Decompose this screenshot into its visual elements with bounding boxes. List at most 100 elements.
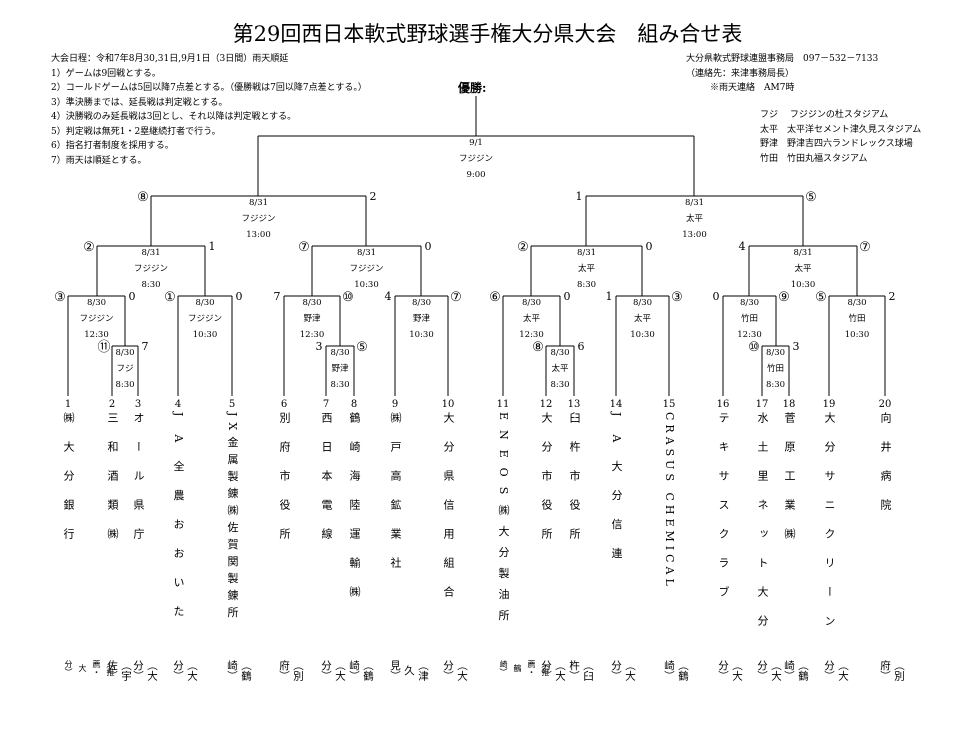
- match-time: 10:30: [409, 330, 434, 340]
- rule-line: 5）判定戦は無死1・2塁継続打者で行う。: [51, 126, 221, 137]
- team-name: CRASUS CHEMICAL: [663, 412, 676, 590]
- match-score: 7: [142, 340, 149, 353]
- team-region: （鶴崎）: [783, 660, 809, 681]
- contact-line: （連絡先：来津事務局長）: [686, 68, 795, 79]
- team-number: 19: [822, 399, 836, 410]
- match-score: 3: [316, 340, 323, 353]
- team-region: （大分）: [172, 660, 198, 681]
- team-name: オール県庁: [132, 412, 145, 557]
- result-mark: ⑩: [342, 290, 354, 305]
- match-time: 10:30: [630, 330, 655, 340]
- match-date: 8/31: [685, 198, 704, 208]
- team-name: ㈱大分銀行: [62, 412, 75, 557]
- team-number: 17: [755, 399, 769, 410]
- team-name: JA全農おおいた: [172, 412, 185, 635]
- match-venue: フジジン: [188, 314, 222, 324]
- match-time: 9:00: [466, 170, 485, 180]
- match-score: 0: [129, 290, 136, 303]
- match-score: 2: [370, 190, 377, 203]
- match-score: 2: [889, 290, 896, 303]
- rule-line: 1）ゲームは9回戦とする。: [51, 68, 161, 79]
- team-region: （大分）: [320, 660, 346, 681]
- match-venue: フジジン: [349, 264, 383, 274]
- contact-line: 大分県軟式野球連盟事務局 097－532－7133: [686, 54, 879, 64]
- venue-line: フジ フジジンの杜スタジアム: [760, 110, 889, 120]
- team-name: 向井病院: [879, 412, 892, 528]
- rule-line: 4）決勝戦のみ延長戦は3回とし、それ以降は判定戦とする。: [51, 112, 297, 122]
- team-name: 大分県信用組合: [442, 412, 455, 615]
- match-date: 8/30: [740, 298, 759, 308]
- result-mark: ③: [54, 290, 66, 305]
- match-venue: 竹田: [767, 363, 784, 374]
- team-region: （大分）: [540, 660, 566, 681]
- contact-line: ※雨天連絡 AM7時: [710, 83, 795, 93]
- team-number: 18: [782, 399, 796, 410]
- match-venue: 太平: [634, 313, 652, 324]
- match-time: 8:30: [577, 280, 596, 290]
- venue-line: 野津 野津吉四六ランドレックス球場: [760, 139, 913, 149]
- match-score: 0: [646, 240, 653, 253]
- match-time: 13:00: [682, 230, 707, 240]
- venue-legend: フジ フジジンの杜スタジアム 太平 太平洋セメント津久見スタジアム 野津 野津吉…: [760, 108, 921, 166]
- team-number: 15: [662, 399, 676, 410]
- result-mark: ⑧: [532, 340, 544, 355]
- match-time: 10:30: [791, 280, 816, 290]
- result-mark: ⑦: [859, 240, 871, 255]
- match-venue: 太平: [551, 363, 569, 374]
- match-time: 8:30: [141, 280, 160, 290]
- team-region: （大分）: [823, 660, 849, 681]
- result-mark: ⑨: [778, 290, 790, 305]
- team-number: 3: [134, 399, 142, 410]
- team-number: 2: [108, 399, 116, 410]
- team-name: 菅原工業㈱: [783, 412, 796, 557]
- team-number: 6: [280, 399, 288, 410]
- team-number: 12: [539, 399, 553, 410]
- team-region: （鶴崎）: [663, 660, 689, 681]
- match-date: 8/31: [141, 248, 160, 258]
- result-mark: ⑤: [356, 340, 368, 355]
- result-mark: ⑥: [489, 290, 501, 305]
- match-date: 8/30: [522, 298, 541, 308]
- result-mark: ②: [83, 240, 95, 255]
- result-mark: ⑤: [805, 190, 817, 205]
- match-score: 0: [564, 290, 571, 303]
- match-venue: 太平: [794, 263, 812, 274]
- match-date: 8/30: [847, 298, 866, 308]
- match-venue: 野津: [331, 363, 349, 374]
- team-name: JX金属製錬㈱佐賀関製錬所: [226, 412, 239, 624]
- match-score: 0: [236, 290, 243, 303]
- match-time: 8:30: [550, 380, 569, 390]
- team-name: テキサスクラブ: [717, 412, 730, 615]
- team-region: （鶴崎）: [348, 660, 374, 681]
- team-region: （別府）: [278, 660, 304, 681]
- team-number: 10: [441, 399, 455, 410]
- team-name: ㈱戸高鉱業社: [389, 412, 402, 586]
- match-time: 12:30: [84, 330, 109, 340]
- match-date: 8/31: [577, 248, 596, 258]
- team-region: （大分）: [756, 660, 782, 681]
- match-date: 8/31: [249, 198, 268, 208]
- match-date: 8/30: [87, 298, 106, 308]
- result-mark: ⑩: [748, 340, 760, 355]
- team-name: JA大分信連: [610, 412, 623, 577]
- team-region: （宇佐）: [106, 660, 132, 681]
- match-venue: 太平: [523, 313, 541, 324]
- result-mark: ⑦: [298, 240, 310, 255]
- match-score: 1: [606, 290, 613, 303]
- rule-line: 6）指名打者制度を採用する。: [51, 141, 174, 151]
- winner-label: 優勝:: [458, 81, 487, 95]
- match-date: 9/1: [469, 138, 483, 148]
- match-score: 1: [576, 190, 583, 203]
- venue-line: 太平 太平洋セメント津久見スタジアム: [760, 124, 922, 135]
